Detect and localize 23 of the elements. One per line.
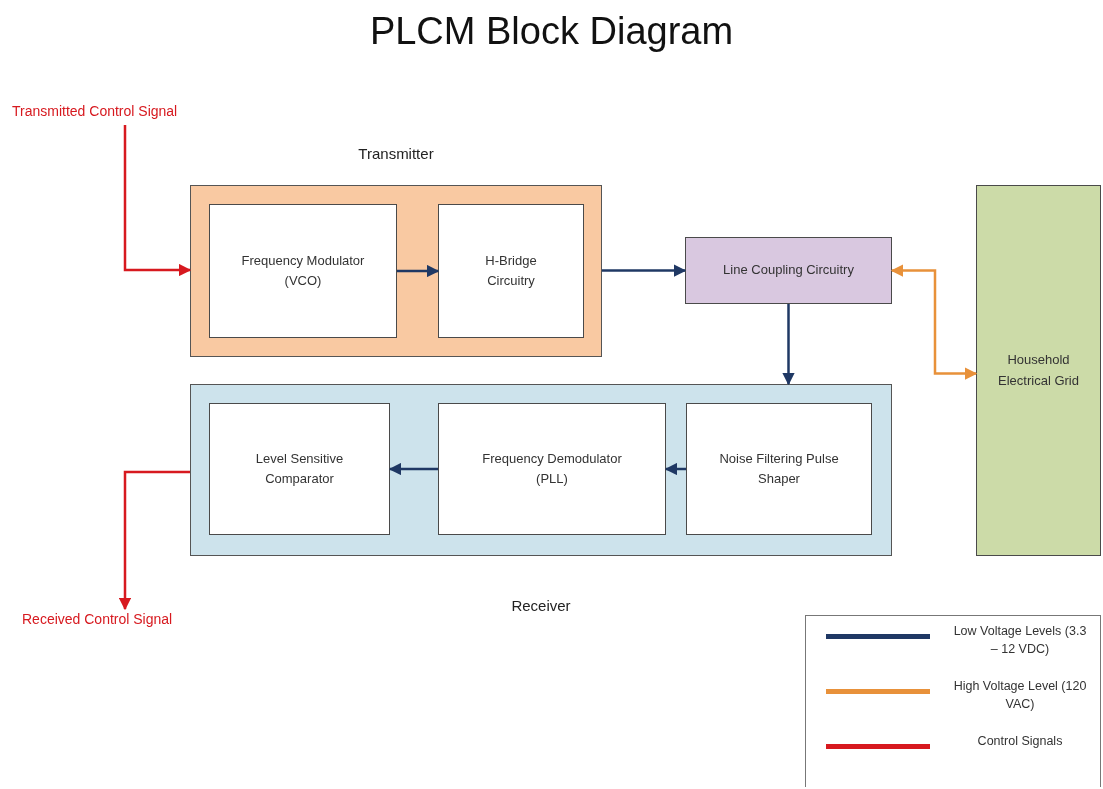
group-title: Transmitter	[357, 145, 435, 162]
arrow	[388, 462, 438, 476]
block-box: Noise Filtering Pulse Shaper	[686, 403, 872, 535]
legend-text: High Voltage Level (120 VAC)	[952, 678, 1088, 714]
arrow	[602, 264, 687, 277]
block-box: Line Coupling Circuitry	[685, 237, 892, 304]
diagram-title: PLCM Block Diagram	[368, 10, 735, 53]
arrow	[123, 125, 192, 277]
block-box: Frequency Demodulator (PLL)	[438, 403, 666, 535]
block-box: Level Sensitive Comparator	[209, 403, 390, 535]
group-title: Receiver	[510, 597, 572, 614]
arrow	[118, 470, 190, 611]
arrow	[782, 304, 795, 386]
signal-label: Transmitted Control Signal	[12, 103, 252, 123]
block-box: H-Bridge Circuitry	[438, 204, 584, 338]
arrow	[397, 264, 440, 278]
block-box: Frequency Modulator (VCO)	[209, 204, 397, 338]
arrow	[890, 264, 978, 380]
signal-label: Received Control Signal	[22, 611, 242, 631]
legend-text: Control Signals	[976, 733, 1064, 750]
arrow	[664, 462, 686, 476]
block-box: Household Electrical Grid	[976, 185, 1101, 556]
legend-text: Low Voltage Levels (3.3 – 12 VDC)	[952, 623, 1088, 659]
